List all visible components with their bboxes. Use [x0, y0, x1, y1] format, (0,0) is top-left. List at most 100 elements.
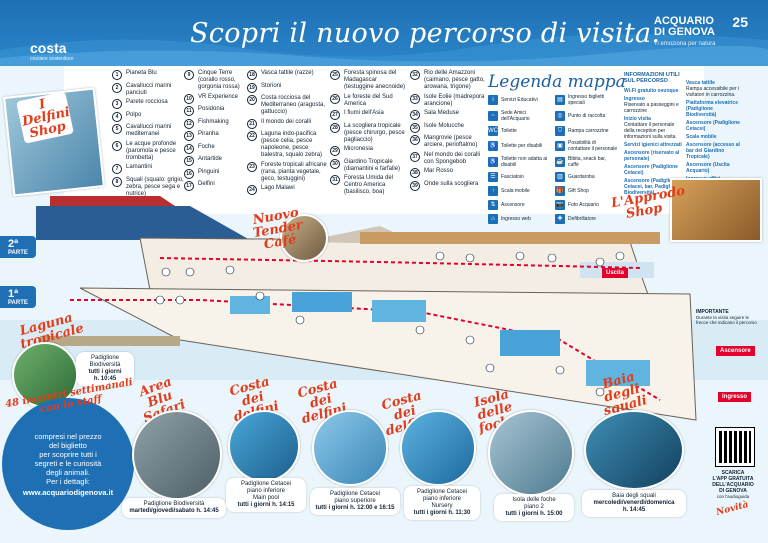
legend-icon: ▤ [555, 95, 565, 105]
legend-item: ▤Ingresso biglietti speciali [555, 94, 618, 106]
legend-label: Gift Shop [568, 188, 589, 194]
foche-caption-l2: piano 2 [524, 504, 544, 510]
info-item: Ascensore (Uscita Acquario) [686, 162, 744, 174]
exhibit-number: 17 [184, 181, 194, 191]
legend-label: Ingresso biglietti speciali [568, 94, 605, 106]
legend-item: ▥Guardaroba [555, 172, 618, 182]
cet2-caption-l1: Padiglione Cetacei [329, 491, 381, 497]
floor2-pier [360, 232, 660, 244]
legend-icon: ♿ [488, 157, 498, 167]
approdo-shop-photo [670, 178, 762, 242]
exhibit-number: 9 [184, 70, 194, 80]
legend-item: ◎Punto di raccolta [555, 110, 618, 122]
legend-title: Legenda mappa [488, 72, 626, 92]
legend-icon: ☕ [555, 157, 565, 167]
info-heading: Ingresso [624, 96, 645, 102]
qr-code[interactable] [715, 427, 755, 467]
cet3-caption: Padiglione Cetacei piano inferiore Nurse… [404, 486, 480, 520]
exhibit-number: 21 [247, 118, 257, 129]
legend-icon: ▣ [555, 141, 565, 151]
pool-e [586, 360, 650, 386]
biod-caption: Padiglione Biodiversità martedì/giovedì/… [122, 498, 226, 518]
exhibit-name: Parete rocciosa [126, 99, 168, 105]
legend-label: Rampa carrozzine [568, 128, 609, 134]
exhibit-name: Delfini [198, 181, 215, 187]
legend-label: Guardaroba [568, 174, 595, 180]
legend-label: Fasciatoio [501, 174, 524, 180]
foche-caption-l3: tutti i giorni h. 15:00 [505, 511, 563, 517]
exhibit-name: Foreste tropicali africane (rana, pianta… [261, 161, 327, 182]
header-bar: costa crociere sostenitore Scopri il nuo… [0, 0, 768, 66]
exhibit-number: 14 [184, 143, 194, 154]
exhibit-name: Fishmaking [198, 118, 229, 125]
info-item: Ascensore (Padiglione Cetacei) [624, 164, 682, 176]
legend-label: Sede Amici dell'Acquario [501, 110, 530, 122]
legend-label: Defibrillatore [568, 216, 597, 222]
cet1-caption-l3: Main pool [252, 495, 279, 501]
cet1-caption-l2: piano inferiore [246, 488, 286, 494]
exhibit-number: 12 [184, 118, 194, 129]
exhibit-list-item: 12 Fishmaking [184, 118, 246, 129]
exhibit-name: Lamantini [126, 164, 153, 170]
exhibit-name: VR Experience [198, 93, 239, 100]
exhibit-name: Mangrovie (pesce arciere, perioftalmo) [424, 135, 478, 148]
info-heading: Scala mobile [686, 134, 717, 140]
info-heading: Ascensore (Padiglione Cetacei, bar, Padi… [624, 178, 681, 196]
map-number-markers [155, 251, 625, 397]
laguna-caption-l2: tutti i giorni [88, 369, 122, 375]
exhibit-name: Lago Malawi [261, 185, 295, 191]
exhibit-number: 2 [112, 82, 122, 93]
app-l1: SCARICA [721, 470, 745, 476]
cet2-caption-l3: tutti i giorni h. 12:00 e 16:15 [315, 505, 395, 511]
important-text: Durante la visita seguire le frecce che … [696, 315, 757, 325]
exhibit-name: Mar Rosso [424, 168, 454, 174]
app-l3: DELL'ACQUARIO [712, 482, 754, 488]
app-l4: DI GENOVA [719, 488, 747, 494]
exhibit-name: Polpo [126, 111, 142, 118]
exhibit-name: Piranha [198, 131, 219, 137]
cet2-caption-l2: piano superiore [334, 498, 376, 504]
exhibit-number: 15 [184, 156, 194, 166]
info-text: Riservato a passeggini e carrozzine [624, 102, 679, 114]
info-item: Ascensore (Padiglione Cetacei) [686, 120, 744, 132]
exhibit-name: Foresta Umida del Centro America (basili… [344, 175, 394, 195]
promo-url[interactable]: www.acquariodigenova.it [22, 488, 114, 497]
page-title: Scopri il nuovo percorso di visita. [190, 18, 661, 49]
cet3-caption-l2: piano inferiore [422, 496, 462, 502]
exhibit-number: 29 [330, 146, 340, 156]
exhibit-name: Nel mondo dei coralli con Spongebob [424, 151, 481, 165]
info-item: Ascensore (accesso al bar del Giardino T… [686, 142, 744, 160]
shark-photo [584, 410, 684, 490]
promo-l6: Per i dettagli: [46, 477, 90, 486]
legend-label: Foto Acquario [568, 202, 599, 208]
exhibit-name: Cavallucci marini mediterranei [126, 124, 172, 137]
exhibit-list-item: 17 Delfini [184, 181, 246, 191]
pool-b [292, 292, 352, 312]
legend-label: Servizi Educativi [501, 97, 538, 103]
cet2-caption: Padiglione Cetacei piano superiore tutti… [310, 488, 400, 515]
exhibit-name: Giardino Tropicale (diamantini e farfall… [344, 158, 401, 172]
legend-label: Toilette per disabili [501, 143, 543, 149]
legend-item: ☕Bibita, snack bar, caffè [555, 156, 618, 168]
exhibit-number: 28 [330, 122, 340, 133]
water-wave-decoration [0, 34, 768, 66]
